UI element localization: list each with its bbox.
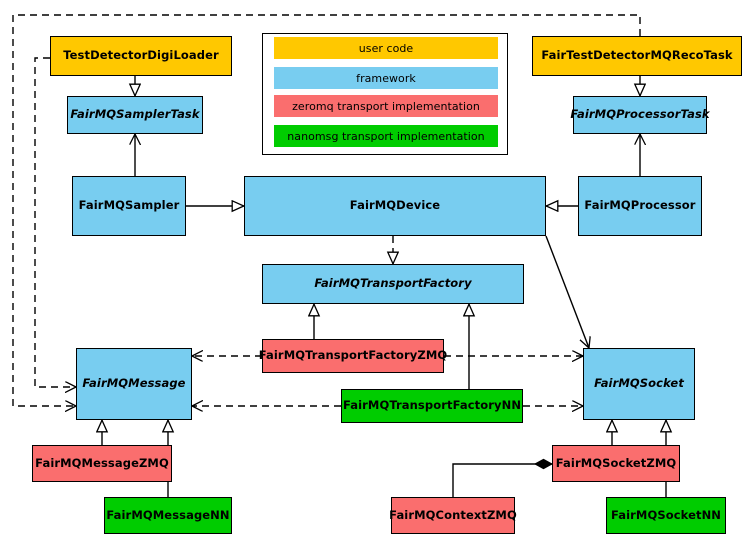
class-node-label: FairTestDetectorMQRecoTask (541, 48, 733, 63)
legend-label-nanomsg: nanomsg transport implementation (287, 129, 485, 143)
class-node-FairMQProcessor[interactable]: FairMQProcessor (578, 176, 702, 236)
class-node-label: FairMQProcessor (584, 198, 696, 213)
legend-item-nanomsg: nanomsg transport implementation (274, 125, 498, 147)
legend-item-framework: framework (274, 67, 498, 89)
class-node-FairMQProcessorTask[interactable]: FairMQProcessorTask (570, 96, 710, 134)
composition-edges (452, 464, 552, 497)
class-node-label: FairMQSampler (78, 198, 180, 213)
class-node-FairMQSampler[interactable]: FairMQSampler (72, 176, 186, 236)
legend-item-user-code: user code (274, 37, 498, 59)
class-node-label: FairMQMessageNN (106, 507, 230, 522)
class-node-FairMQTransportFactoryZMQ[interactable]: FairMQTransportFactoryZMQ (259, 339, 447, 373)
class-node-label: FairMQSocketNN (610, 507, 722, 522)
class-node-FairMQDevice[interactable]: FairMQDevice (244, 176, 546, 236)
class-node-FairMQSocketZMQ[interactable]: FairMQSocketZMQ (552, 445, 680, 482)
class-node-label: FairMQMessageZMQ (35, 455, 169, 470)
legend-item-zeromq: zeromq transport implementation (274, 95, 498, 117)
class-node-label: FairMQMessage (82, 376, 186, 391)
class-node-FairMQTransportFactoryNN[interactable]: FairMQTransportFactoryNN (341, 389, 523, 423)
class-node-FairTestDetectorMQRecoTask[interactable]: FairTestDetectorMQRecoTask (532, 36, 742, 76)
edge-device-to-socket (545, 235, 589, 348)
class-node-FairMQContextZMQ[interactable]: FairMQContextZMQ (389, 497, 517, 534)
class-node-label: FairMQContextZMQ (389, 507, 517, 522)
class-node-FairMQMessage[interactable]: FairMQMessage (76, 348, 192, 420)
class-node-label: FairMQDevice (349, 198, 441, 213)
class-node-label: FairMQProcessorTask (570, 107, 710, 122)
class-node-label: FairMQSamplerTask (70, 107, 200, 122)
class-node-FairMQMessageNN[interactable]: FairMQMessageNN (104, 497, 232, 534)
legend-label-zeromq: zeromq transport implementation (292, 99, 480, 113)
edge-contextzmq-to-socketzmq (452, 464, 552, 497)
legend-label-user-code: user code (358, 41, 414, 55)
class-node-FairMQTransportFactory[interactable]: FairMQTransportFactory (262, 264, 524, 304)
class-node-FairMQMessageZMQ[interactable]: FairMQMessageZMQ (32, 445, 172, 482)
class-node-label: TestDetectorDigiLoader (63, 48, 219, 63)
class-node-FairMQSamplerTask[interactable]: FairMQSamplerTask (67, 96, 203, 134)
class-node-label: FairMQTransportFactory (314, 276, 472, 291)
class-node-label: FairMQSocket (594, 376, 684, 391)
legend-label-framework: framework (356, 71, 416, 85)
class-node-TestDetectorDigiLoader[interactable]: TestDetectorDigiLoader (50, 36, 232, 76)
association-edges (135, 134, 640, 348)
class-node-FairMQSocketNN[interactable]: FairMQSocketNN (606, 497, 726, 534)
class-node-label: FairMQSocketZMQ (555, 455, 677, 470)
class-node-FairMQSocket[interactable]: FairMQSocket (583, 348, 695, 420)
legend-box: user code framework zeromq transport imp… (262, 33, 508, 155)
class-node-label: FairMQTransportFactoryNN (342, 398, 522, 413)
class-node-label: FairMQTransportFactoryZMQ (258, 348, 448, 363)
